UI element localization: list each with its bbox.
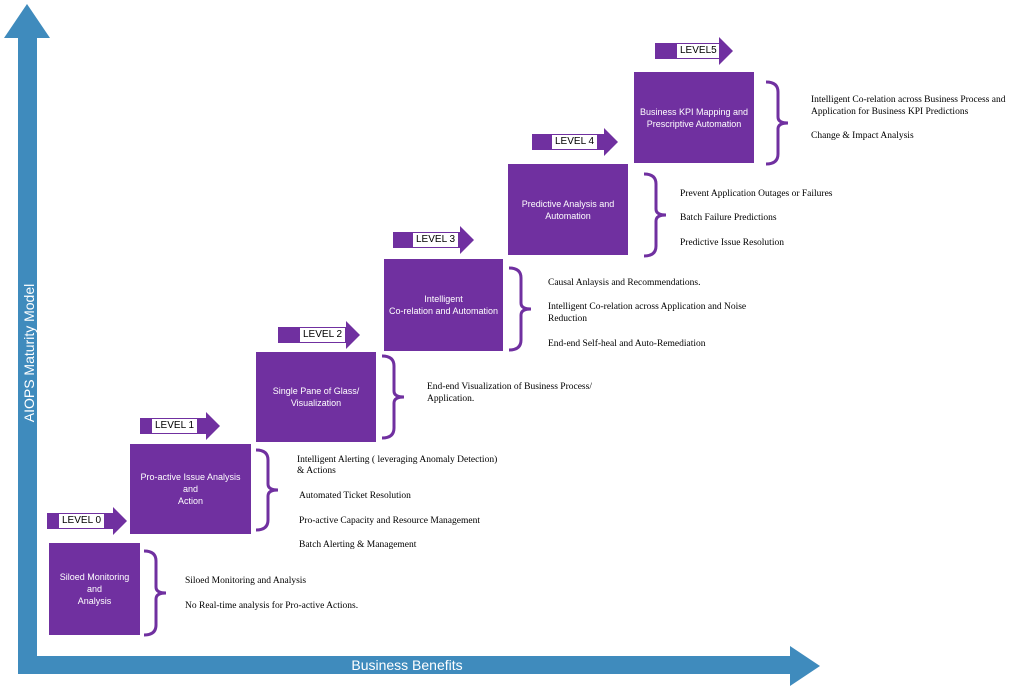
level-3-tag: LEVEL 3 [413, 233, 459, 247]
level-0-benefit: Siloed Monitoring and Analysis [185, 576, 307, 586]
level-2-tag: LEVEL 2 [300, 328, 346, 342]
level-2-arrow: LEVEL 2 [278, 321, 360, 349]
level-1-benefit: Intelligent Alerting ( leveraging Anomal… [297, 455, 498, 465]
level-5-arrow: LEVEL5 [655, 37, 733, 65]
level-5-benefit: Application for Business KPI Predictions [811, 107, 969, 117]
level-0-box: Siloed Monitoring and Analysis [49, 543, 140, 635]
level-0-tag: LEVEL 0 [59, 514, 105, 528]
x-axis-arrowhead [790, 646, 820, 686]
x-axis-label: Business Benefits [351, 657, 463, 673]
level-3-benefit: Reduction [548, 314, 588, 324]
level-4-arrow: LEVEL 4 [532, 128, 618, 156]
level-5-box: Business KPI Mapping and Prescriptive Au… [634, 72, 754, 163]
level-3-benefit: Causal Anlaysis and Recommendations. [548, 278, 701, 288]
level-4-benefit: Prevent Application Outages or Failures [680, 189, 833, 199]
level-2-benefit: End-end Visualization of Business Proces… [427, 382, 592, 392]
level-0-benefit: No Real-time analysis for Pro-active Act… [185, 601, 359, 611]
level-1-tag: LEVEL 1 [152, 419, 198, 433]
level-1-benefit: Batch Alerting & Management [299, 540, 417, 550]
level-4-brace [643, 172, 667, 258]
level-0-arrow: LEVEL 0 [47, 507, 127, 535]
level-3-brace [508, 266, 532, 352]
level-3-box: Intelligent Co-relation and Automation [384, 259, 503, 351]
y-axis-arrowhead [4, 4, 50, 38]
level-1-benefit: & Actions [297, 466, 336, 476]
level-2-box: Single Pane of Glass/ Visualization [256, 352, 376, 442]
level-2-benefit: Application. [427, 394, 475, 404]
level-4-tag: LEVEL 4 [552, 135, 598, 149]
level-5-tag: LEVEL5 [677, 44, 720, 58]
level-1-benefit: Automated Ticket Resolution [299, 491, 411, 501]
level-1-box: Pro-active Issue Analysis and Action [130, 444, 251, 534]
y-axis-label: AIOPS Maturity Model [21, 283, 37, 423]
level-4-benefit: Predictive Issue Resolution [680, 238, 784, 248]
level-0-brace [143, 549, 167, 637]
level-4-benefit: Batch Failure Predictions [680, 213, 777, 223]
x-axis-bar [18, 656, 794, 674]
level-1-arrow: LEVEL 1 [140, 412, 220, 440]
level-3-benefit: End-end Self-heal and Auto-Remediation [548, 339, 706, 349]
level-5-benefit: Intelligent Co-relation across Business … [811, 95, 1006, 105]
level-5-benefit: Change & Impact Analysis [811, 131, 914, 141]
level-1-benefit: Pro-active Capacity and Resource Managem… [299, 516, 480, 526]
level-3-arrow: LEVEL 3 [393, 226, 474, 254]
level-4-box: Predictive Analysis and Automation [508, 164, 628, 255]
level-1-brace [255, 448, 279, 532]
level-2-brace [381, 354, 405, 440]
y-axis-bar [18, 32, 37, 674]
level-3-benefit: Intelligent Co-relation across Applicati… [548, 302, 747, 312]
level-5-brace [765, 80, 789, 166]
